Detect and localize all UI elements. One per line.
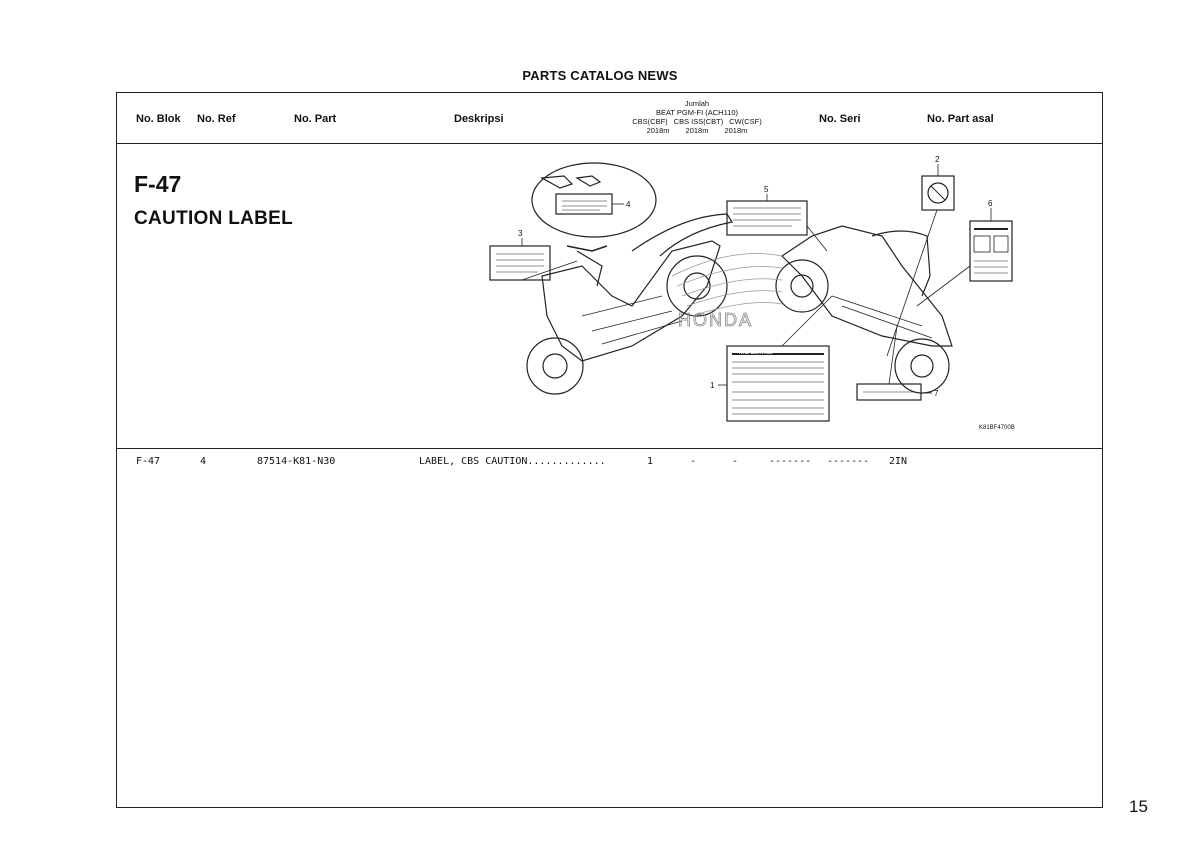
variant-year: 2018m (646, 126, 670, 135)
variant-codes: CBS(CBF) CBS ISS(CBT) CW(CSF) (627, 117, 767, 126)
callout-5: 5 (764, 185, 769, 194)
variant-code: CW(CSF) (729, 117, 762, 126)
table-header: No. Blok No. Ref No. Part Deskripsi Juml… (117, 93, 1102, 144)
cell-ref: 4 (200, 456, 207, 467)
callout-1: 1 (710, 381, 715, 390)
header-deskripsi: Deskripsi (454, 113, 504, 125)
variant-year: 2018m (724, 126, 748, 135)
callout-3: 3 (518, 229, 523, 238)
scooter-left-illustration (526, 213, 733, 395)
variant-code: CBS ISS(CBT) (673, 117, 724, 126)
header-no-part: No. Part (294, 113, 337, 125)
table-row: F-47 4 87514-K81-N30 LABEL, CBS CAUTION.… (117, 456, 1102, 472)
variant-code: CBS(CBF) (632, 117, 668, 126)
variant-year: 2018m (685, 126, 709, 135)
header-no-blok: No. Blok (136, 113, 181, 125)
block-name: CAUTION LABEL (134, 208, 294, 229)
callout-4: 4 (626, 200, 631, 209)
cell-part-no: 87514-K81-N30 (257, 456, 336, 467)
cell-part-asal: 2IN (889, 456, 908, 467)
header-no-seri: No. Seri (819, 113, 861, 125)
cell-qty-cbs: 1 (647, 456, 654, 467)
cell-qty-cw: - (732, 456, 739, 467)
callout-6: 6 (988, 199, 993, 208)
catalog-frame: No. Blok No. Ref No. Part Deskripsi Juml… (116, 92, 1103, 808)
label-1-title: TIRE SERVICE (738, 350, 773, 356)
cell-seri-from: ------- (769, 456, 812, 467)
figure-code: K81BF4700B (979, 425, 1015, 431)
handlebar-detail (540, 175, 602, 189)
header-no-ref: No. Ref (197, 113, 236, 125)
header-no-part-asal: No. Part asal (927, 113, 994, 125)
cell-description: LABEL, CBS CAUTION............. (419, 456, 606, 467)
cell-qty-cbs-iss: - (690, 456, 697, 467)
parts-list: F-47 4 87514-K81-N30 LABEL, CBS CAUTION.… (117, 456, 1102, 472)
honda-wing-watermark (671, 253, 783, 317)
illustration-section: F-47 CAUTION LABEL (117, 144, 1102, 449)
callout-7: 7 (934, 389, 939, 398)
model-label: BEAT PGM-FI (ACH110) (655, 108, 739, 117)
honda-brand-mark: HONDA (678, 310, 753, 330)
header-jumlah: Jumlah BEAT PGM-FI (ACH110) CBS(CBF) CBS… (627, 99, 767, 135)
block-code: F-47 (134, 171, 182, 197)
variant-years: 2018m 2018m 2018m (627, 126, 767, 135)
cell-blok: F-47 (136, 456, 161, 467)
cell-seri-to: ------- (827, 456, 870, 467)
catalog-title: PARTS CATALOG NEWS (522, 68, 678, 83)
page-number: 15 (1129, 797, 1148, 816)
parts-diagram: 4 3 5 2 6 1 7 HONDA TIRE SERVICE K81BF47… (489, 156, 1015, 431)
callout-2: 2 (935, 156, 940, 164)
jumlah-label: Jumlah (684, 99, 710, 108)
